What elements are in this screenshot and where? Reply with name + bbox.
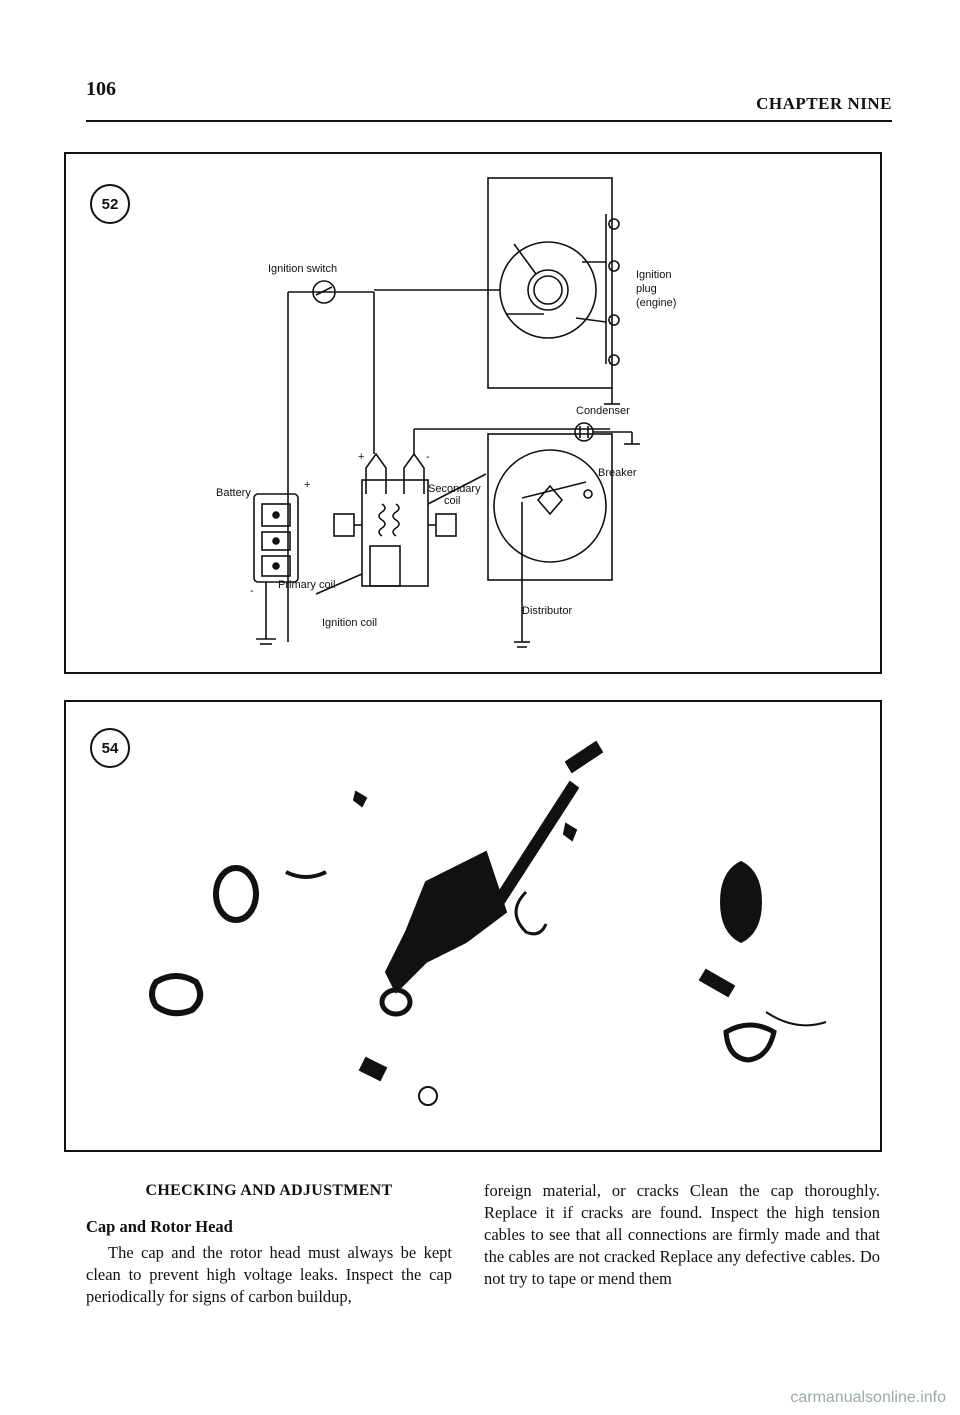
figure-54-distributor-exploded: 54 bbox=[64, 700, 882, 1152]
header-rule bbox=[86, 120, 892, 122]
label-battery-minus: - bbox=[250, 585, 254, 597]
label-primary-coil: Primary coil bbox=[278, 579, 335, 591]
part-gear bbox=[379, 987, 413, 1017]
part-breaker-plate bbox=[723, 1022, 777, 1063]
part-wire-lead bbox=[765, 1011, 827, 1027]
part-coupling bbox=[358, 1056, 388, 1082]
label-battery-plus: + bbox=[304, 479, 310, 491]
label-ignition-plug-2: plug bbox=[636, 283, 657, 295]
page-number: 106 bbox=[86, 78, 116, 100]
ignition-labels-svg: Ignition switch Battery + - Primary coil… bbox=[216, 263, 676, 629]
label-coil-minus: - bbox=[426, 451, 430, 463]
part-clip-2 bbox=[562, 822, 578, 842]
part-distributor-body bbox=[384, 850, 508, 994]
part-vacuum-advance bbox=[213, 865, 259, 923]
primary-wire bbox=[315, 573, 363, 595]
label-battery: Battery bbox=[216, 487, 251, 499]
part-distributor-cap bbox=[719, 860, 763, 944]
label-ignition-plug-3: (engine) bbox=[636, 297, 676, 309]
exploded-parts-svg bbox=[149, 740, 827, 1106]
figure-52-ignition-diagram: 52 bbox=[64, 152, 882, 674]
page-header: 106 CHAPTER NINE bbox=[86, 78, 892, 118]
ignition-coil-symbol bbox=[333, 428, 610, 587]
label-secondary-coil-1: Secondary bbox=[428, 483, 481, 495]
label-distributor: Distributor bbox=[522, 605, 572, 617]
label-ignition-switch: Ignition switch bbox=[268, 263, 337, 275]
condenser-symbol bbox=[574, 422, 640, 445]
section-title: CHECKING AND ADJUSTMENT bbox=[145, 1182, 393, 1199]
ignition-wiring-svg bbox=[253, 177, 640, 648]
part-rotor-top bbox=[564, 740, 604, 774]
figure-number-52: 52 bbox=[90, 184, 130, 224]
part-arm bbox=[285, 870, 327, 879]
chapter-title: CHAPTER NINE bbox=[756, 94, 892, 113]
label-ignition-plug-1: Ignition bbox=[636, 269, 671, 281]
part-rotor bbox=[698, 968, 736, 998]
paragraph-right: foreign material, or cracks Clean the ca… bbox=[484, 1181, 880, 1288]
label-secondary-coil-2: coil bbox=[444, 495, 461, 507]
label-ignition-coil: Ignition coil bbox=[322, 617, 377, 629]
part-clip-1 bbox=[352, 790, 368, 808]
part-shaft bbox=[488, 780, 580, 914]
label-breaker: Breaker bbox=[598, 467, 637, 479]
text-column-right: foreign material, or cracks Clean the ca… bbox=[484, 1180, 880, 1290]
part-washer bbox=[418, 1086, 438, 1106]
subsection-title: Cap and Rotor Head bbox=[86, 1217, 233, 1236]
breaker-symbol bbox=[487, 433, 613, 648]
watermark: carmanualsonline.info bbox=[790, 1389, 946, 1406]
figure-number-54: 54 bbox=[90, 728, 130, 768]
label-coil-plus: + bbox=[358, 451, 364, 463]
paragraph-left: The cap and the rotor head must always b… bbox=[86, 1243, 452, 1306]
label-condenser: Condenser bbox=[576, 405, 630, 417]
part-mounting-plate bbox=[149, 973, 204, 1017]
battery-symbol bbox=[253, 493, 299, 645]
text-column-left: CHECKING AND ADJUSTMENT Cap and Rotor He… bbox=[86, 1180, 452, 1308]
ignition-switch-symbol bbox=[287, 280, 375, 594]
distributor-cap-symbol bbox=[374, 177, 620, 405]
part-spring-1 bbox=[514, 890, 548, 936]
